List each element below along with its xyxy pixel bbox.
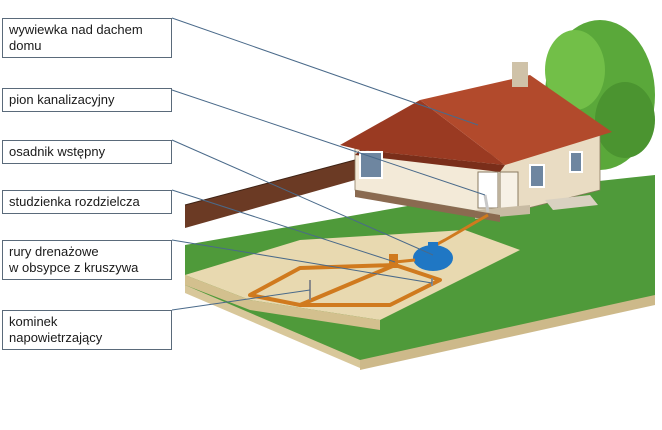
- label-drain-pipes-line1: rury drenażowe: [9, 244, 99, 259]
- leader-line-sewer-riser: [171, 89, 486, 196]
- label-distribution-well: studzienka rozdzielcza: [2, 190, 172, 214]
- label-vent: wywiewka nad dachem domu: [2, 18, 172, 58]
- label-drain-pipes: rury drenażowe w obsypce z kruszywa: [2, 240, 172, 280]
- label-sewer-riser-line1: pion kanalizacyjny: [9, 92, 115, 107]
- label-settling-tank-line1: osadnik wstępny: [9, 144, 106, 159]
- label-sewer-riser: pion kanalizacyjny: [2, 88, 172, 112]
- leader-line-settling-tank: [171, 139, 434, 256]
- leader-line-vent-stack: [171, 289, 311, 311]
- fence: [184, 159, 356, 228]
- house: [340, 62, 612, 222]
- leader-line-drain-pipes: [171, 239, 433, 284]
- label-vent-stack: kominek napowietrzający: [2, 310, 172, 350]
- leader-lines: [171, 17, 486, 311]
- label-vent-stack-line2: napowietrzający: [9, 330, 103, 345]
- leader-line-vent: [171, 17, 479, 126]
- label-vent-stack-line1: kominek: [9, 314, 58, 329]
- label-drain-pipes-line2: w obsypce z kruszywa: [9, 260, 139, 275]
- label-settling-tank: osadnik wstępny: [2, 140, 172, 164]
- drainage-system: [248, 194, 490, 307]
- label-vent-line2: domu: [9, 38, 42, 53]
- label-vent-line1: wywiewka nad dachem: [9, 22, 143, 37]
- label-distribution-well-line1: studzienka rozdzielcza: [9, 194, 140, 209]
- leader-line-distribution-well: [171, 189, 396, 263]
